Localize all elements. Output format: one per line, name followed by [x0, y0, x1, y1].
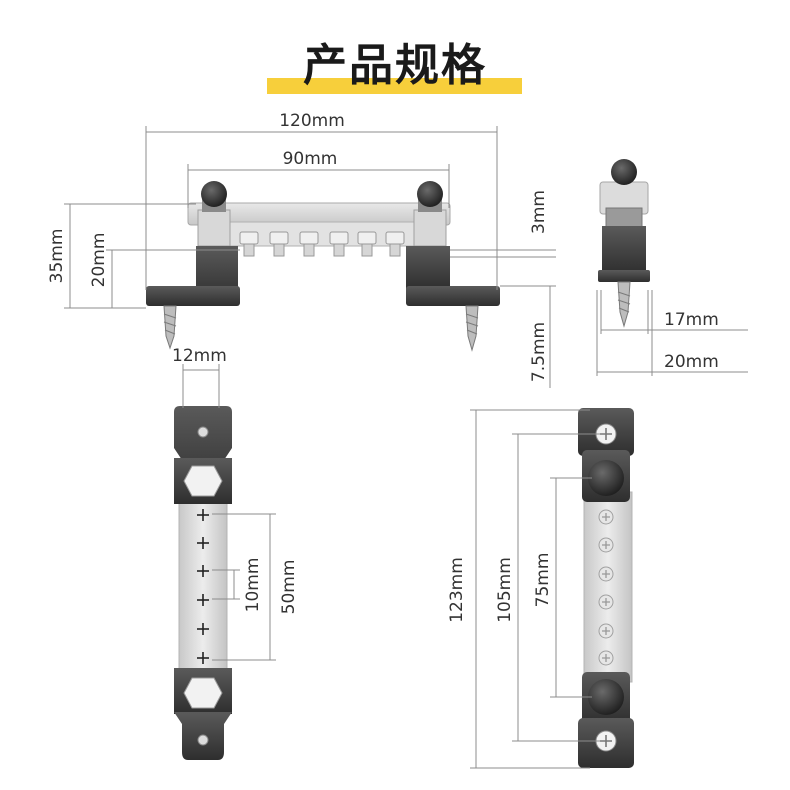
dim-top-terminal-span: 50mm — [212, 513, 299, 661]
dim-front-bar-thickness: 3mm — [450, 190, 556, 258]
top-mount-hole — [197, 734, 209, 746]
phillips-screw-icon — [598, 594, 614, 610]
plus-icon — [197, 509, 209, 521]
phillips-screw-icon — [598, 623, 614, 639]
top-view: 12mm 10mm 50mm — [172, 346, 299, 760]
side-hex-nut — [605, 207, 643, 229]
phillips-screw-icon — [269, 231, 289, 257]
dim-top-bar-width: 12mm — [172, 346, 227, 408]
phillips-screw-icon — [385, 231, 405, 257]
dome-cap-nut-icon — [588, 460, 624, 496]
dim-front-screw-length: 7.5mm — [500, 285, 556, 388]
dome-cap-nut-icon — [201, 181, 227, 207]
phillips-screw-icon — [598, 509, 614, 525]
svg-text:7.5mm: 7.5mm — [529, 322, 549, 382]
svg-text:105mm: 105mm — [495, 557, 515, 623]
svg-text:17mm: 17mm — [664, 310, 719, 330]
page-title: 产品规格 — [303, 40, 487, 91]
dim-side-width-inner: 17mm — [600, 290, 748, 334]
front-left-post — [146, 181, 240, 350]
wood-screw-icon — [163, 305, 177, 350]
phillips-screw-icon — [299, 231, 319, 257]
dim-front-total-height: 35mm — [47, 203, 196, 309]
dim-bottom-mount-spacing: 105mm — [495, 433, 600, 742]
plus-icon — [197, 565, 209, 577]
dim-bottom-post-spacing: 75mm — [533, 477, 592, 698]
svg-text:75mm: 75mm — [533, 553, 553, 608]
svg-text:50mm: 50mm — [279, 560, 299, 615]
front-terminal-screws — [239, 231, 405, 257]
dome-cap-nut-icon — [417, 181, 443, 207]
hex-nut-icon — [183, 465, 223, 497]
svg-text:10mm: 10mm — [243, 558, 263, 613]
title-accent-bar — [267, 78, 522, 94]
plus-icon — [197, 652, 209, 664]
side-dark-base — [602, 226, 646, 274]
dim-front-bar-height: 20mm — [89, 233, 240, 308]
svg-text:120mm: 120mm — [279, 111, 345, 131]
phillips-screw-icon — [598, 537, 614, 553]
phillips-screw-icon — [357, 231, 377, 257]
front-view: 120mm 90mm 35mm 20mm 3mm — [47, 111, 556, 388]
title-area: 产品规格 — [0, 36, 790, 106]
bottom-view: 123mm 105mm 75mm — [447, 408, 634, 769]
svg-text:35mm: 35mm — [47, 229, 67, 284]
plus-icon — [197, 594, 209, 606]
dome-cap-nut-icon — [611, 159, 637, 185]
phillips-screw-icon — [598, 650, 614, 666]
bottom-terminal-screws — [598, 509, 614, 666]
top-terminal-marks — [197, 509, 209, 664]
svg-text:20mm: 20mm — [664, 352, 719, 372]
svg-text:123mm: 123mm — [447, 557, 467, 623]
plus-icon — [197, 623, 209, 635]
dim-side-width-outer: 20mm — [596, 290, 748, 376]
top-mount-hole — [197, 426, 209, 438]
dome-cap-nut-icon — [588, 679, 624, 715]
front-right-post — [406, 181, 500, 352]
dim-front-post-spacing: 90mm — [187, 149, 450, 208]
hex-nut-icon — [183, 677, 223, 709]
wood-screw-icon — [617, 281, 631, 328]
svg-text:20mm: 20mm — [89, 233, 109, 288]
dim-front-total-width: 120mm — [145, 111, 498, 290]
side-view: 17mm 20mm — [596, 159, 748, 376]
phillips-screw-icon — [239, 231, 259, 257]
svg-text:90mm: 90mm — [283, 149, 338, 169]
plus-icon — [197, 537, 209, 549]
dim-bottom-total-length: 123mm — [447, 409, 590, 769]
dim-top-terminal-pitch: 10mm — [212, 558, 263, 613]
phillips-screw-icon — [329, 231, 349, 257]
wood-screw-icon — [465, 305, 479, 352]
svg-text:12mm: 12mm — [172, 346, 227, 366]
phillips-screw-icon — [598, 566, 614, 582]
svg-text:3mm: 3mm — [529, 190, 549, 234]
